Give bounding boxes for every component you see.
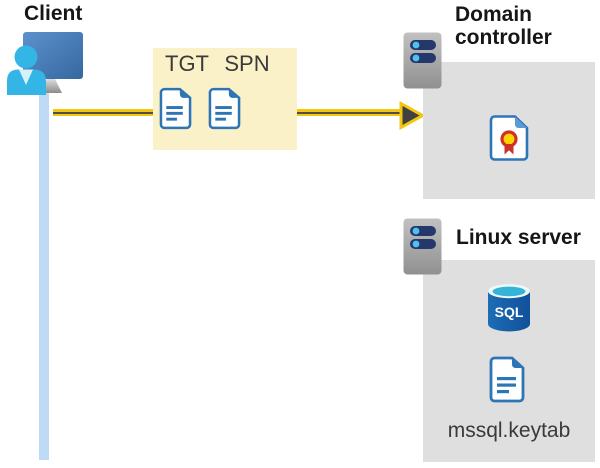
arrowhead-icon	[399, 100, 425, 131]
sql-text: SQL	[495, 304, 524, 320]
monitor-stand	[41, 79, 62, 93]
domain-controller-title: Domain controller	[455, 3, 552, 49]
user-icon	[7, 45, 46, 95]
tgt-document-icon	[159, 87, 192, 130]
domain-controller-panel	[423, 62, 595, 199]
token-box: TGT SPN	[153, 48, 297, 150]
keytab-filename: mssql.keytab	[447, 419, 571, 442]
monitor-icon	[23, 32, 83, 79]
linux-server-panel: SQL mssql.keytab	[423, 260, 595, 462]
linux-server-icon	[403, 218, 442, 275]
client-workstation-icon	[7, 32, 83, 95]
spn-label: SPN	[224, 51, 270, 76]
client-lifeline	[39, 87, 49, 460]
keytab-document-icon	[489, 356, 525, 403]
linux-server-title: Linux server	[456, 226, 581, 249]
spn-document-icon	[208, 87, 241, 130]
domain-controller-server-icon	[403, 32, 442, 89]
domain-controller-title-line2: controller	[455, 26, 552, 49]
tgt-label: TGT	[165, 51, 209, 76]
certificate-icon	[489, 115, 529, 161]
domain-controller-title-line1: Domain	[455, 3, 533, 26]
sql-database-icon: SQL	[488, 284, 530, 332]
client-title: Client	[24, 2, 83, 25]
